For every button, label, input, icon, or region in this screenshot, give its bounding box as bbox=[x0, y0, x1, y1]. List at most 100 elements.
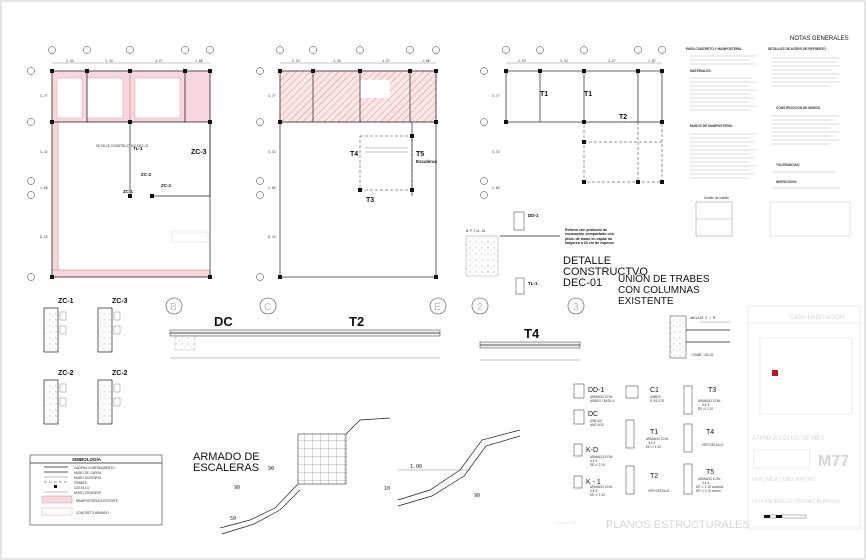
tb-sheet-prefix: PLANO 1/2 bbox=[556, 520, 577, 525]
dec01-tl1: TL-1 bbox=[528, 281, 538, 286]
svg-text:ARMADO CON:: ARMADO CON: bbox=[590, 455, 613, 459]
svg-text:T3: T3 bbox=[708, 387, 716, 394]
svg-text:CONSTRUCCION DE MUROS: CONSTRUCCION DE MUROS bbox=[776, 106, 820, 110]
plan1-axis-top bbox=[48, 46, 214, 54]
plan3-dim-4: 1.87 bbox=[648, 59, 656, 63]
svg-text:ARMADO CON:: ARMADO CON: bbox=[698, 399, 721, 403]
foundation-plan-2: 2.53 3.34 4.27 1.86 3.77 4.32 1.06 8.15 bbox=[256, 46, 440, 281]
plan1-row-dim-4: 8.15 bbox=[40, 235, 48, 239]
svg-text:ANS 4/20: ANS 4/20 bbox=[590, 423, 604, 427]
plan1-zc1: ZC-1 bbox=[123, 189, 133, 194]
svg-text:MAMPOSTERIA EXISTENTE: MAMPOSTERIA EXISTENTE bbox=[76, 499, 118, 503]
tb-project: CASA HABITACIÓN bbox=[790, 314, 844, 321]
stairs-title-1: ARMADO DE bbox=[193, 451, 260, 463]
axis-c: C bbox=[264, 302, 271, 313]
plan1-row-dim-2: 4.32 bbox=[40, 150, 48, 154]
svg-text:8.15: 8.15 bbox=[268, 235, 276, 239]
axis-b: B bbox=[170, 302, 177, 313]
zc-sections: ZC-1 ZC-3 ZC-2 ZC-2 bbox=[43, 298, 128, 425]
tb-university: ATEMAJULOLEG DE MÉX. bbox=[752, 435, 826, 442]
location-marker bbox=[772, 370, 778, 376]
svg-text:CONCRETO ARMADO: CONCRETO ARMADO bbox=[76, 511, 109, 515]
plan2-dim-4: 1.86 bbox=[422, 59, 430, 63]
svg-text:TOLERANCIAS:: TOLERANCIAS: bbox=[776, 163, 800, 167]
svg-text:EE ∅ 2 10 cuadros: EE ∅ 2 10 cuadros bbox=[696, 485, 724, 489]
svg-text:1.06: 1.06 bbox=[492, 186, 500, 190]
dec01-title-1: DETALLE bbox=[563, 255, 611, 267]
svg-text:EE ∅ 2 10 centro: EE ∅ 2 10 centro bbox=[696, 489, 721, 493]
dc-title: DC bbox=[214, 314, 233, 329]
stairs-dim-50: 50 bbox=[230, 516, 236, 522]
plan1-dec01-note: DETALLE CONSTRUCTIVO DEC-01 bbox=[96, 144, 149, 148]
svg-text:VER DETALLE: VER DETALLE bbox=[702, 443, 723, 447]
title-block: CASA HABITACIÓN ATEMAJULOLEG DE MÉX. M77… bbox=[556, 305, 861, 531]
plan1-zc2a: ZC-2 bbox=[141, 172, 151, 177]
plan2-dim-2: 3.34 bbox=[333, 59, 341, 63]
tb-code: M77 bbox=[818, 453, 849, 470]
legend: SIMBOLOGÍA CADENA CONFINAMIENTO MURO DE … bbox=[29, 454, 163, 526]
svg-text:ARMADO CON:: ARMADO CON: bbox=[590, 485, 613, 489]
plan1-tl1: TL-1 bbox=[133, 146, 143, 151]
plan2-t4: T4 bbox=[350, 151, 358, 158]
svg-text:T5: T5 bbox=[706, 469, 714, 476]
svg-text:MUROS DE MAMPOSTERIA:: MUROS DE MAMPOSTERIA: bbox=[690, 124, 733, 128]
stairs-dim-90b: 90 bbox=[234, 485, 240, 491]
svg-text:Detalle de castillo: Detalle de castillo bbox=[704, 196, 729, 200]
plan3-dim-3: 4.27 bbox=[608, 59, 616, 63]
svg-text:ASB 4/4: ASB 4/4 bbox=[590, 419, 602, 423]
svg-text:1.06: 1.06 bbox=[268, 186, 276, 190]
svg-text:T4: T4 bbox=[706, 429, 714, 436]
svg-text:3.77: 3.77 bbox=[268, 94, 276, 98]
svg-text:PARA CONCRETO Y MAMPOSTERIA: PARA CONCRETO Y MAMPOSTERIA bbox=[686, 47, 742, 51]
union-title-3: EXISTENTE bbox=[618, 296, 674, 307]
dec01-npt: N.P.T+0.10 bbox=[466, 229, 485, 233]
plan2-t5: T5 bbox=[416, 151, 424, 158]
plan2-escaleras: Escaleras bbox=[416, 159, 438, 164]
svg-text:T1: T1 bbox=[650, 429, 658, 436]
beam-sections: B C E 2 3 DC T2 T4 bbox=[165, 297, 585, 361]
dec01-dd1: DD-1 bbox=[528, 213, 539, 218]
plan1-zc3: ZC-3 bbox=[191, 149, 207, 156]
svg-text:MURO DIVISORIO: MURO DIVISORIO bbox=[74, 476, 102, 480]
zc1-title: ZC-1 bbox=[58, 298, 74, 305]
t4-title: T4 bbox=[524, 326, 540, 341]
detail-dec01: N.P.T+0.10 DD-1 Relleno con producto de … bbox=[465, 211, 648, 295]
svg-text:MATERIALES:: MATERIALES: bbox=[690, 69, 712, 73]
svg-text:MURO DE CARGA: MURO DE CARGA bbox=[74, 471, 102, 475]
union-title-2: CON COLUMNAS bbox=[618, 285, 700, 296]
svg-text:EE ∅ 2 10: EE ∅ 2 10 bbox=[590, 463, 605, 467]
stairs-detail: ARMADO DE ESCALERAS 90 90 50 1.00 10 90 bbox=[193, 417, 521, 535]
svg-text:EE ∅ 2 10: EE ∅ 2 10 bbox=[590, 493, 605, 497]
union-detail: UNIÓN DE TRABES CON COLUMNAS EXISTENTE A… bbox=[618, 272, 730, 359]
axis-3: 3 bbox=[573, 302, 579, 313]
stairs-dim-90a: 90 bbox=[268, 466, 274, 472]
svg-text:4 # 3: 4 # 3 bbox=[648, 441, 655, 445]
stairs-dim-10: 10 bbox=[384, 486, 390, 492]
svg-text:ARMADO CON:: ARMADO CON: bbox=[646, 437, 669, 441]
plan2-dim-1: 2.53 bbox=[292, 59, 300, 63]
svg-text:EE ∅ 2 10: EE ∅ 2 10 bbox=[646, 445, 661, 449]
svg-text:3 # 4: 3 # 4 bbox=[702, 481, 709, 485]
dec01-title-3: DEC-01 bbox=[563, 277, 602, 289]
notes-title: NOTAS GENERALES bbox=[790, 36, 849, 42]
svg-text:K - 1: K - 1 bbox=[586, 479, 601, 486]
svg-text:CADENA CONFINAMIENTO: CADENA CONFINAMIENTO bbox=[74, 466, 115, 470]
svg-text:4 # 3: 4 # 3 bbox=[590, 489, 597, 493]
svg-text:MURO DIVISORIO: MURO DIVISORIO bbox=[74, 491, 102, 495]
plan3-dim-2: 3.34 bbox=[560, 59, 568, 63]
svg-text:ANSEO 15X20-4: ANSEO 15X20-4 bbox=[590, 399, 614, 403]
svg-text:T2: T2 bbox=[650, 473, 658, 480]
plan1-row-dim-3: 1.06 bbox=[40, 186, 48, 190]
svg-text:EE ∅ 2 10: EE ∅ 2 10 bbox=[698, 407, 713, 411]
stairs-dim-90c: 90 bbox=[474, 493, 480, 499]
plan3-dim-1: 2.53 bbox=[518, 59, 526, 63]
svg-text:TRABES: TRABES bbox=[74, 481, 87, 485]
union-title-1: UNIÓN DE TRABES bbox=[618, 272, 710, 285]
zc3-title: ZC-3 bbox=[112, 298, 128, 305]
stairs-dim-100: 1.00 bbox=[410, 464, 422, 470]
general-notes: NOTAS GENERALES PARA CONCRETO Y MAMPOSTE… bbox=[686, 36, 851, 237]
svg-text:E 3/3 275: E 3/3 275 bbox=[650, 399, 664, 403]
stairs-title-2: ESCALERAS bbox=[193, 462, 259, 474]
